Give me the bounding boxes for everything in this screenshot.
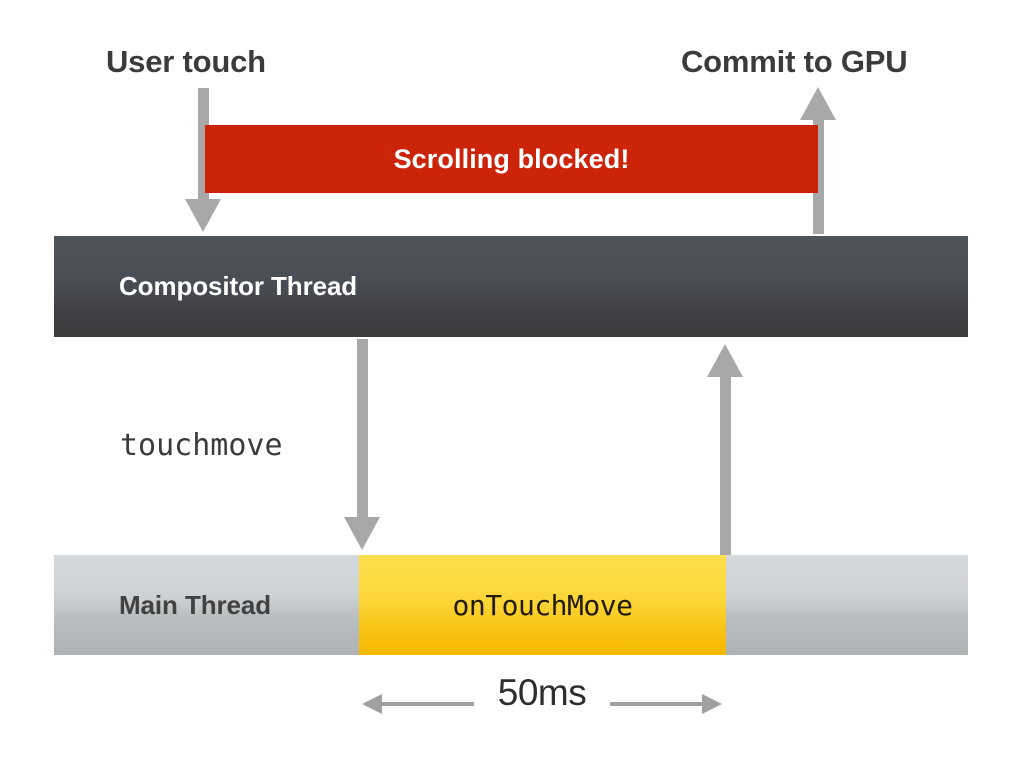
compositor-thread-label: Compositor Thread <box>119 271 358 301</box>
handler-return-arrow-up-icon <box>707 344 743 377</box>
measure-arrow-right-icon <box>702 694 722 714</box>
measure-line-right <box>610 702 704 706</box>
main-thread-label: Main Thread <box>119 589 272 620</box>
measure-line-left <box>380 702 474 706</box>
touchmove-event-label: touchmove <box>120 428 283 463</box>
scrolling-blocked-label: Scrolling blocked! <box>393 143 630 174</box>
handler-return-arrow-shaft <box>720 375 731 555</box>
user-touch-arrow-down-icon <box>185 199 221 232</box>
user-touch-arrow-shaft <box>198 88 209 204</box>
commit-to-gpu-caption: Commit to GPU <box>681 44 908 79</box>
touchmove-arrow-down-icon <box>344 517 380 550</box>
ontouchmove-handler-label: onTouchMove <box>452 588 633 622</box>
duration-measurement: 50ms <box>362 672 722 732</box>
compositor-thread-lane: Compositor Thread <box>54 236 968 337</box>
ontouchmove-handler-block: onTouchMove <box>359 555 726 655</box>
duration-label: 50ms <box>497 672 587 713</box>
scrolling-blocked-banner: Scrolling blocked! <box>205 125 818 193</box>
measure-arrow-left-icon <box>362 694 382 714</box>
commit-to-gpu-arrow-up-icon <box>800 87 836 120</box>
user-touch-caption: User touch <box>106 44 266 79</box>
touchmove-arrow-shaft <box>357 339 368 519</box>
commit-to-gpu-arrow-shaft <box>813 118 824 234</box>
